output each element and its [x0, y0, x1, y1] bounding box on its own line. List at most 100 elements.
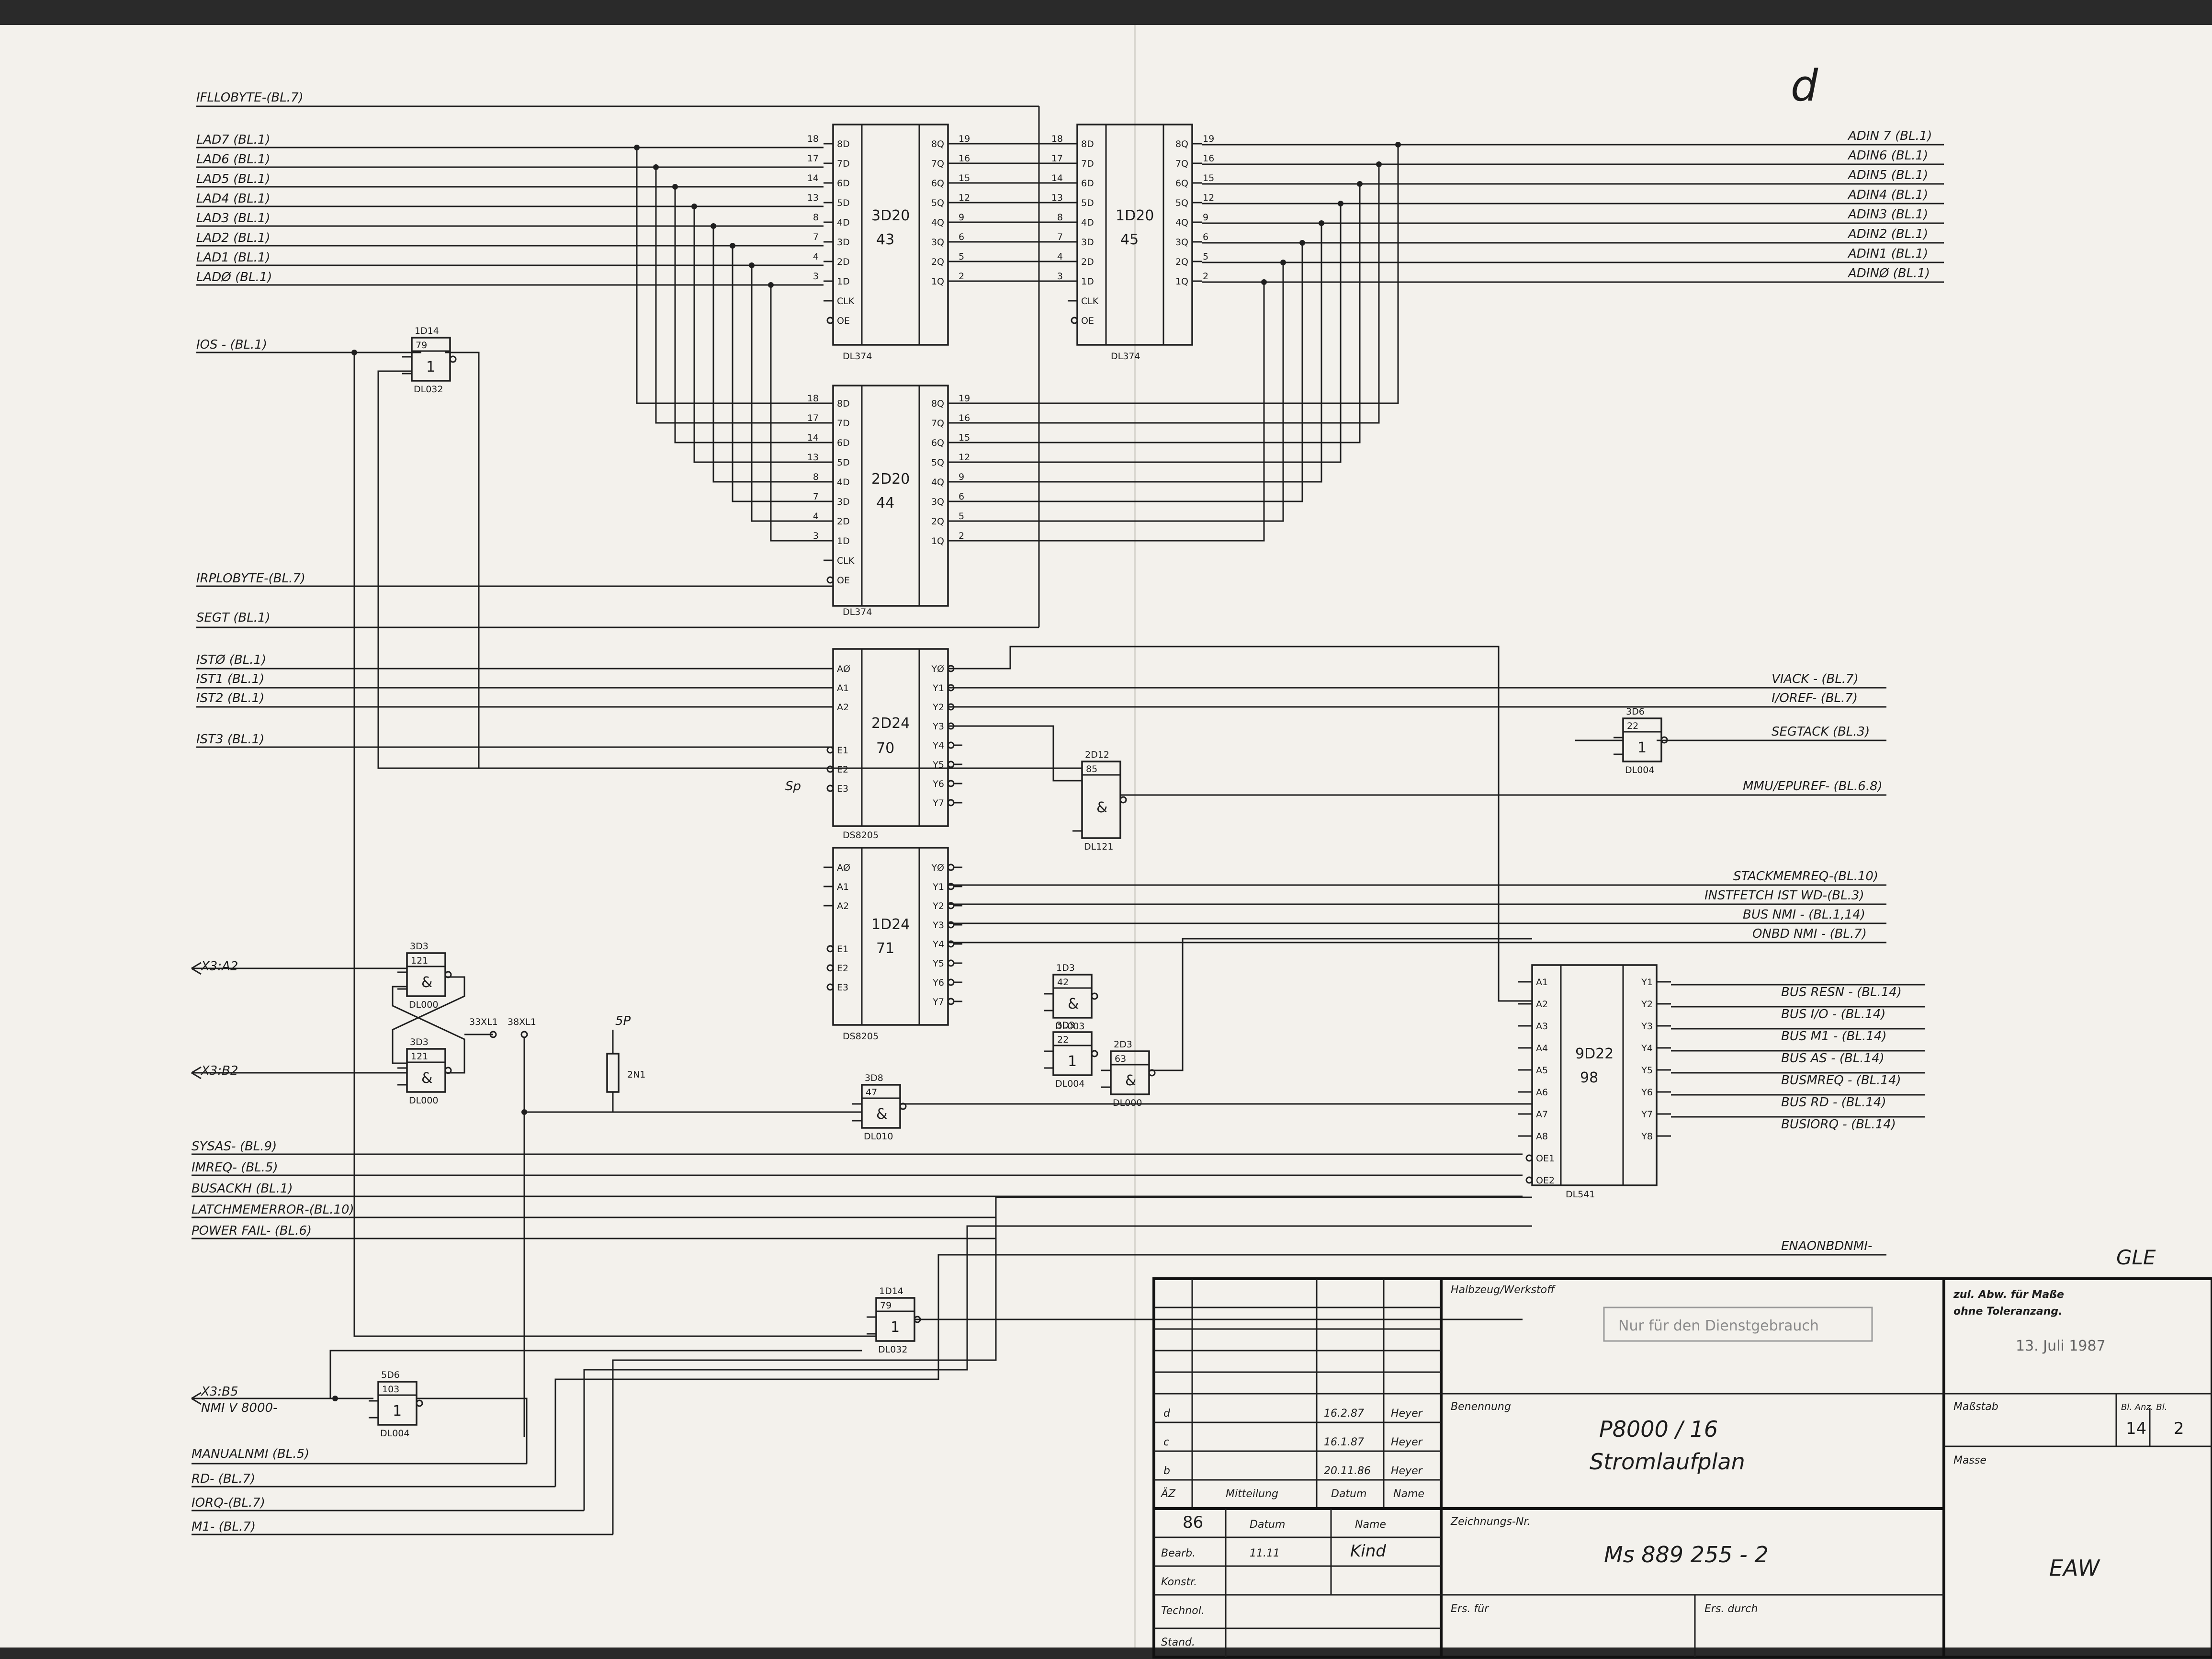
tb-name-h: Name: [1355, 1519, 1386, 1531]
gate-ref: 3D3: [1056, 1020, 1075, 1031]
resistor-2n1: [606, 1053, 620, 1093]
pin-a-label: A1: [837, 882, 849, 892]
junction-lad: [691, 204, 697, 209]
pin-d-label: 1D: [837, 276, 850, 287]
pin-q-num: 2: [959, 271, 964, 282]
pin-d-num: 17: [807, 153, 819, 164]
wire-adin-branch: [958, 164, 1380, 424]
junction-3d8: [521, 1109, 527, 1115]
pin-y-label: Y1: [932, 882, 944, 892]
gate-num: 85: [1086, 764, 1097, 774]
pin-q-num: 5: [959, 251, 964, 262]
pin-q-num: 6: [1203, 232, 1208, 242]
lad-bus-wires: [196, 145, 824, 542]
pin-d-num: 14: [1051, 173, 1063, 183]
tb-benennung: Benennung: [1451, 1401, 1511, 1413]
gate-type: DL010: [864, 1131, 893, 1142]
tb-stamp: Nur für den Dienstgebrauch: [1618, 1318, 1819, 1334]
pin-buf-oe-label: OE2: [1536, 1175, 1555, 1186]
label-2n1: 2N1: [627, 1069, 645, 1080]
pin-q-label: 1Q: [931, 276, 944, 287]
gate-ref: 1D14: [415, 326, 439, 336]
junction-adin: [1319, 220, 1324, 226]
wire-adin-branch: [958, 184, 1361, 443]
sig-lad4: LAD4 (BL.1): [196, 192, 271, 206]
tb-stamp-box: [1603, 1307, 1873, 1342]
pin-buf-y-label: Y5: [1641, 1065, 1653, 1076]
pin-q-num: 19: [959, 393, 970, 404]
gate-symbol: &: [1096, 799, 1107, 816]
pin-oe-label: OE: [1081, 316, 1094, 326]
tb-konstr: Konstr.: [1161, 1576, 1197, 1588]
pin-y-label: Y6: [932, 977, 944, 988]
label-38xl1: 38XL1: [508, 1017, 536, 1027]
pin-q-num: 19: [959, 134, 970, 144]
tb-rev1-datum: 16.2.87: [1324, 1408, 1364, 1420]
label-33xl1: 33XL1: [469, 1017, 498, 1027]
pin-y-label: Y2: [932, 702, 944, 713]
pin-q-label: 2Q: [1175, 257, 1188, 267]
gate-symbol: 1: [393, 1403, 402, 1420]
chip-1d24-ref: 1D24: [871, 916, 910, 933]
pin-d-label: 8D: [837, 139, 850, 149]
tb-year: 86: [1183, 1513, 1203, 1532]
pin-y-label: Y6: [932, 779, 944, 789]
pin-q-num: 16: [959, 413, 970, 423]
pin-buf-y-label: Y2: [1641, 999, 1653, 1010]
pin-oe-bubble: [1071, 317, 1078, 324]
pin-q-num: 5: [1203, 251, 1208, 262]
pin-buf-a-label: A6: [1536, 1087, 1548, 1098]
pin-y-label: Y4: [932, 939, 944, 950]
pin-buf-y-label: Y3: [1641, 1021, 1653, 1032]
sig-rd: RD- (BL.7): [192, 1472, 255, 1486]
tb-rev1-az: d: [1163, 1408, 1171, 1420]
corner-right-label: GLE: [2116, 1246, 2156, 1269]
pin-d-label: 3D: [837, 497, 850, 507]
pin-buf-oe-label: OE1: [1536, 1153, 1555, 1164]
chip-3d20-type: DL374: [843, 351, 872, 362]
pin-q-label: 5Q: [931, 198, 944, 208]
chip-1d20-ref: 1D20: [1116, 207, 1154, 224]
pin-y-bubble: [947, 978, 955, 986]
gate-symbol: 1: [426, 359, 435, 375]
pin-q-label: 1Q: [931, 536, 944, 546]
gate-symbol: 1: [1637, 739, 1647, 756]
pin-a-label: A2: [837, 702, 849, 713]
pin-q-label: 6Q: [1175, 178, 1188, 189]
tb-col-mitteilung-h: Mitteilung: [1226, 1488, 1278, 1500]
corner-note: d: [1791, 61, 1818, 111]
pin-d-label: 4D: [837, 217, 850, 228]
tb-ers-fuer: Ers. für: [1451, 1603, 1490, 1615]
pin-d-label: 7D: [1081, 159, 1094, 169]
pin-q-label: 7Q: [1175, 159, 1188, 169]
pin-buf-a-label: A4: [1536, 1043, 1548, 1054]
sig-st1: IST1 (BL.1): [196, 672, 264, 686]
pin-e-bubble: [826, 945, 834, 953]
junction-adin: [1376, 161, 1382, 167]
pin-q-label: 6Q: [931, 178, 944, 189]
pin-buf-y-label: Y8: [1641, 1131, 1653, 1142]
pin-d-label: 1D: [1081, 276, 1094, 287]
chip-9d22-body: [1531, 964, 1658, 1186]
pin-q-label: 3Q: [1175, 237, 1188, 248]
pin-oe-label: OE: [837, 575, 850, 586]
chip-3d20-body: [832, 124, 949, 346]
pin-y-label: Y3: [932, 721, 944, 732]
pin-oe-label: OE: [837, 316, 850, 326]
tb-zul2: ohne Toleranzang.: [1953, 1306, 2063, 1318]
pin-q-num: 15: [1203, 173, 1214, 183]
tb-rev3-datum: 20.11.86: [1324, 1465, 1371, 1477]
wire-lad-branch: [636, 148, 824, 404]
chip-3d20-num: 43: [876, 231, 894, 248]
pin-a-label: AØ: [837, 664, 850, 674]
pin-d-num: 4: [813, 511, 819, 522]
pin-d-num: 14: [807, 432, 819, 443]
tb-col-datum-h: Datum: [1331, 1488, 1366, 1500]
pin-e-bubble: [826, 983, 834, 991]
tb-rev1-name: Heyer: [1391, 1408, 1423, 1420]
pin-q-num: 16: [1203, 153, 1214, 164]
sig-x3b5: X3:B5: [200, 1385, 238, 1399]
